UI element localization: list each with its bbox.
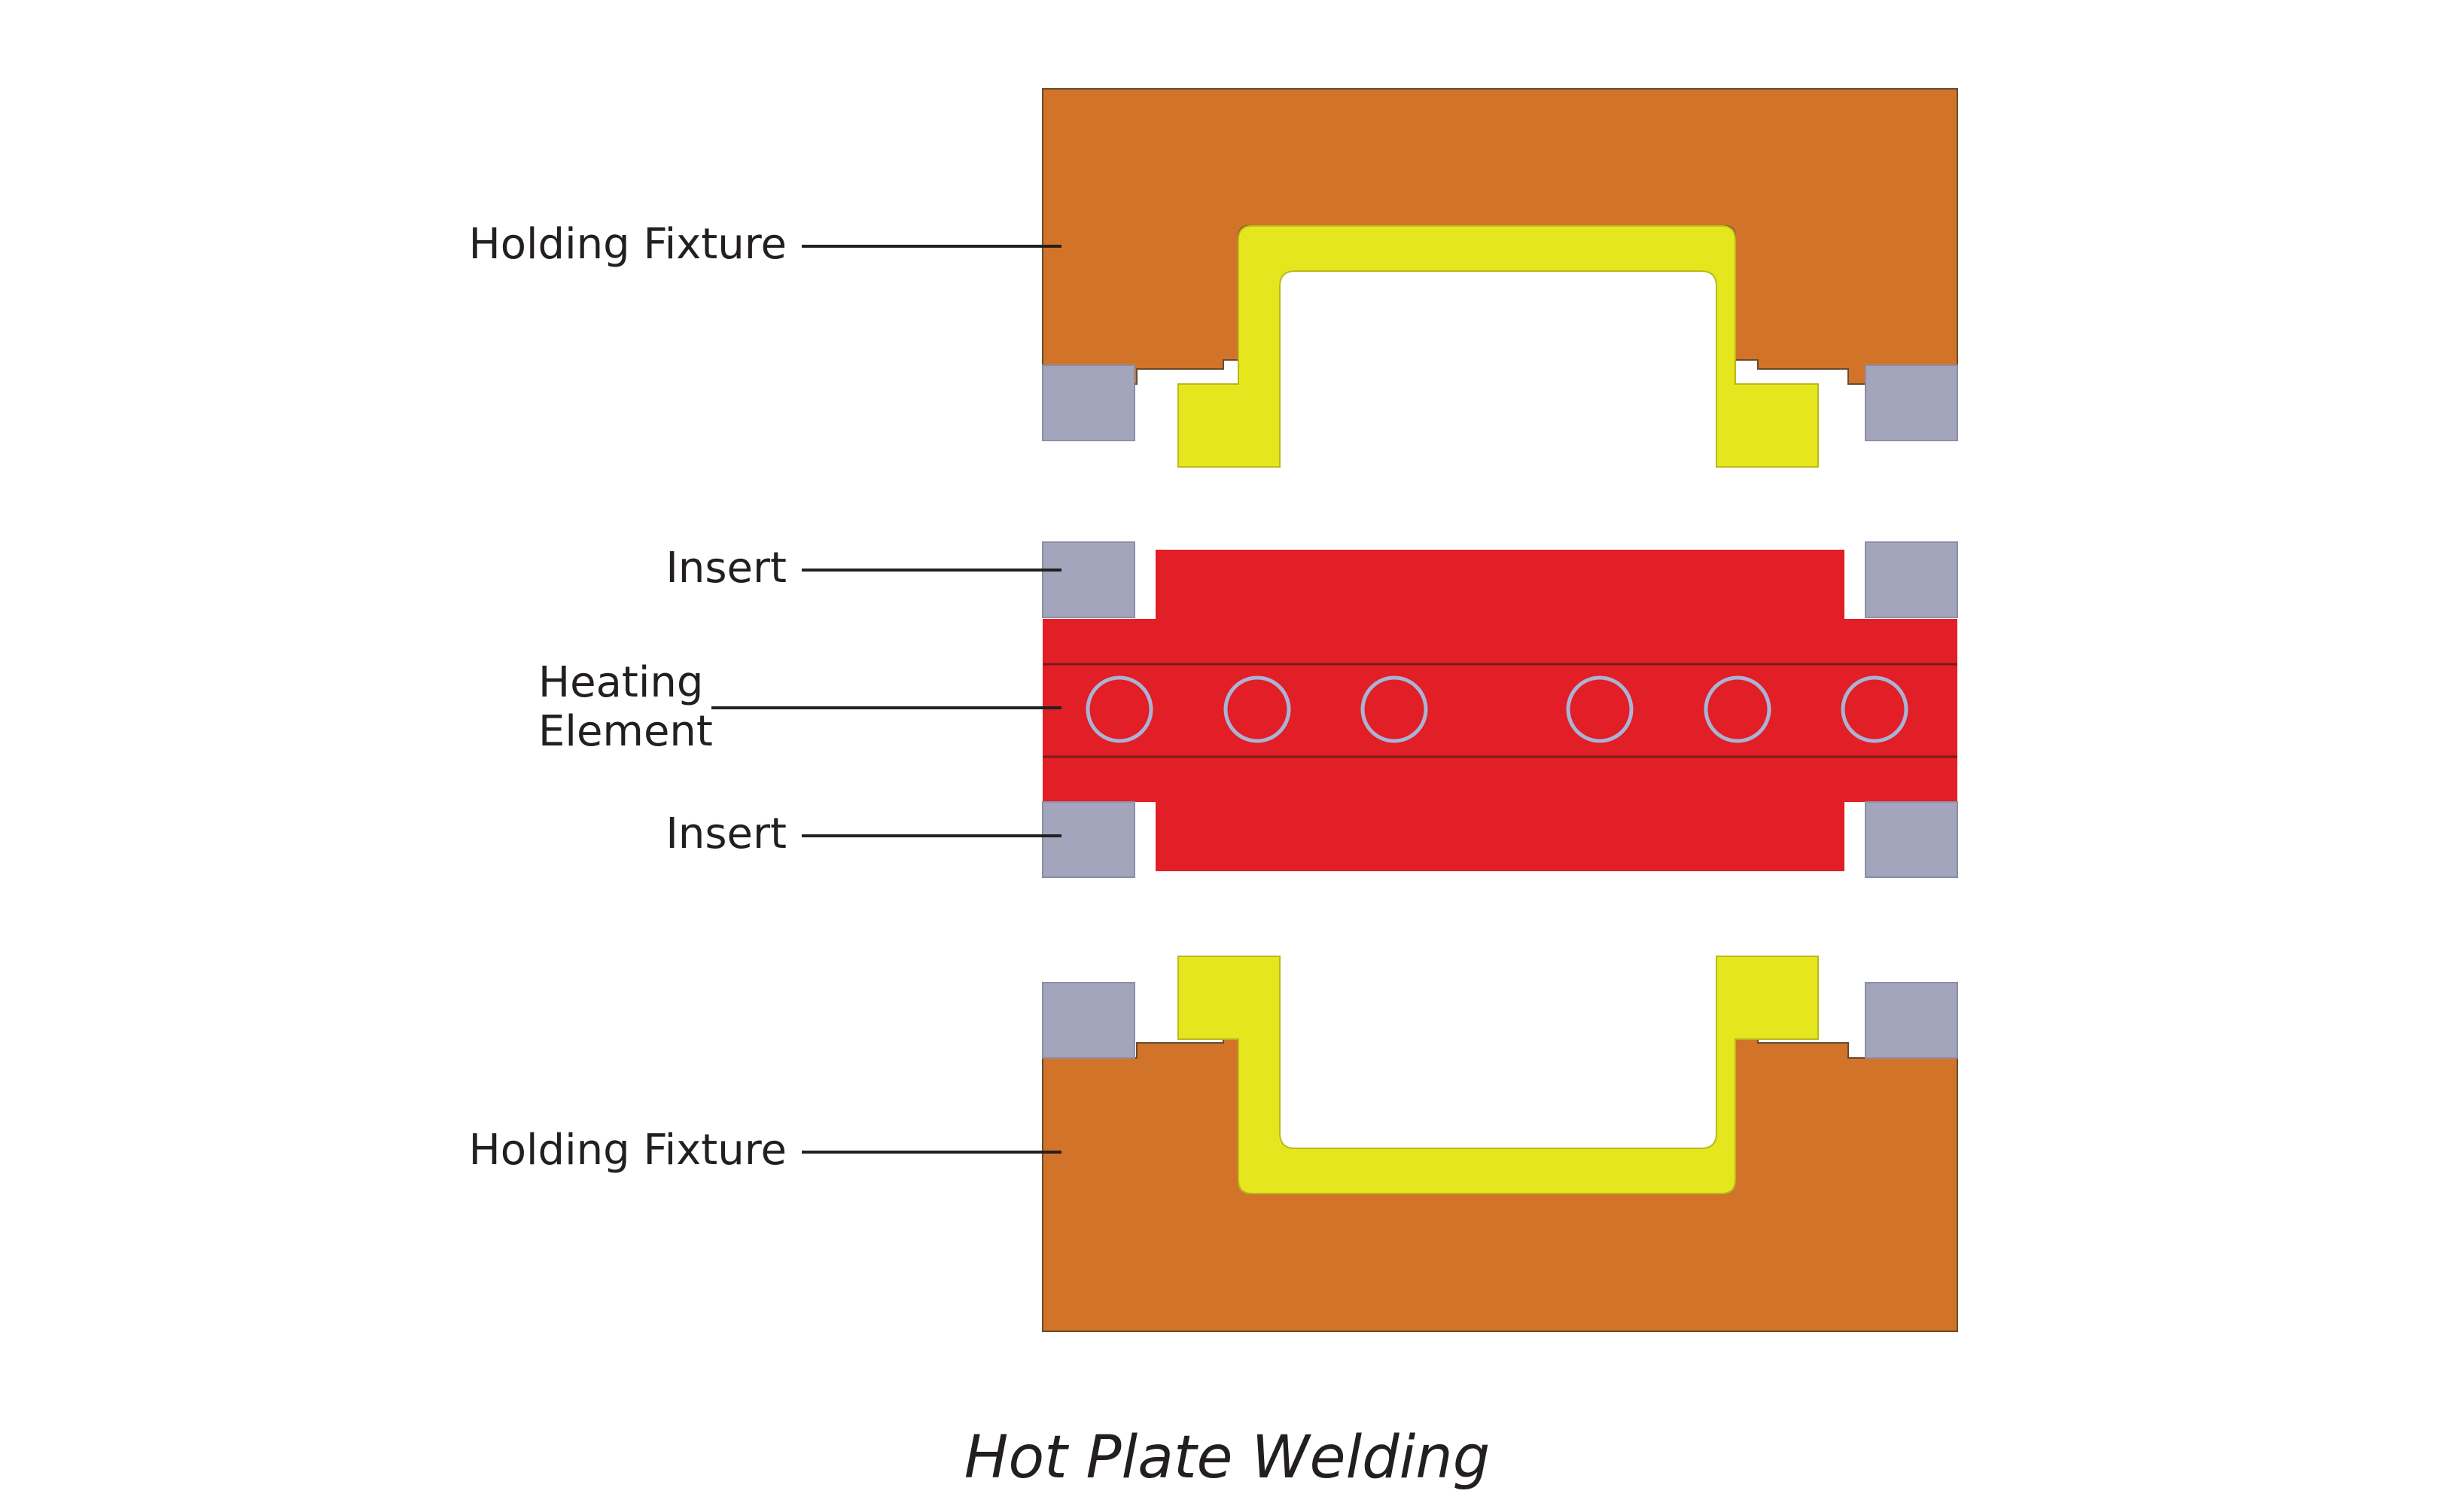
leader-lines bbox=[711, 245, 1061, 1154]
top-thermoplastic-part bbox=[1177, 225, 1819, 468]
bottom-insert-left bbox=[1042, 982, 1135, 1059]
middle-insert-bottom-left bbox=[1042, 801, 1135, 878]
label-heating-element-line2: Element bbox=[538, 707, 713, 756]
heating-coil bbox=[1086, 675, 1153, 743]
middle-insert-top-right bbox=[1865, 541, 1958, 618]
middle-insert-top-left bbox=[1042, 541, 1135, 618]
label-holding-fixture-bottom: Holding Fixture bbox=[469, 1126, 787, 1175]
heating-coil bbox=[1841, 675, 1908, 743]
bottom-assembly bbox=[1042, 956, 1958, 1332]
heating-assembly bbox=[1042, 541, 1958, 878]
heating-coil bbox=[1360, 675, 1428, 743]
heating-plate-body bbox=[1043, 619, 1957, 802]
middle-insert-bottom-right bbox=[1865, 801, 1958, 878]
heating-coil bbox=[1223, 675, 1291, 743]
top-insert-left bbox=[1042, 364, 1135, 441]
heating-coils bbox=[1086, 675, 1908, 743]
label-holding-fixture-top: Holding Fixture bbox=[469, 220, 787, 269]
heating-plate-lower-boss bbox=[1156, 800, 1844, 871]
heating-plate-upper-boss bbox=[1156, 550, 1844, 621]
label-heating-element-line1: Heating bbox=[538, 658, 703, 707]
heating-coil bbox=[1566, 675, 1634, 743]
bottom-insert-right bbox=[1865, 982, 1958, 1059]
heating-coil bbox=[1704, 675, 1771, 743]
label-insert-bottom: Insert bbox=[665, 809, 787, 858]
labels: Holding Fixture Insert Heating Element I… bbox=[469, 220, 787, 1175]
top-assembly bbox=[1042, 88, 1958, 468]
top-insert-right bbox=[1865, 364, 1958, 441]
bottom-thermoplastic-part bbox=[1177, 956, 1819, 1194]
label-insert-top: Insert bbox=[665, 544, 787, 593]
diagram-caption: Hot Plate Welding bbox=[964, 1424, 1491, 1492]
